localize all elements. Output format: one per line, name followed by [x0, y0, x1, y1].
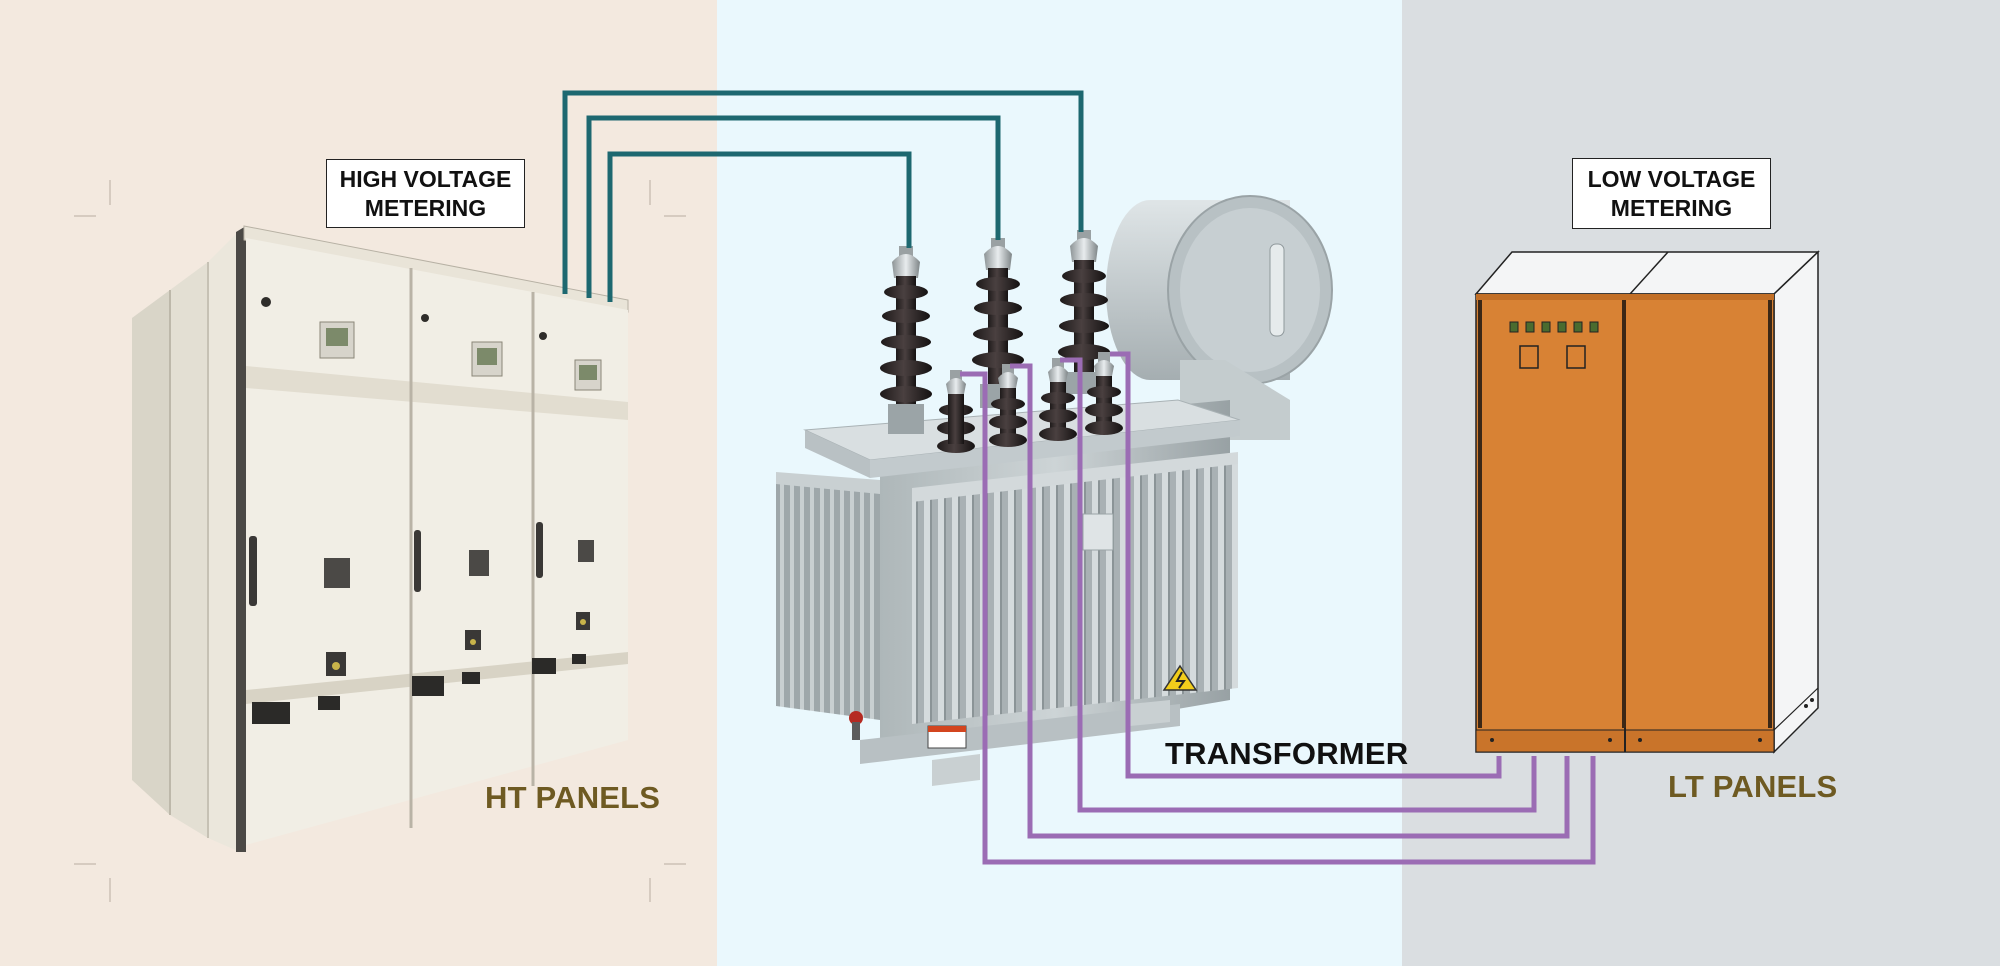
- lv-cable-3: [1010, 363, 1570, 839]
- hv-metering-line2: METERING: [364, 194, 487, 221]
- transformer-label: TRANSFORMER: [1165, 736, 1409, 771]
- lt-meter-window: [1519, 345, 1539, 369]
- hv-cable-phase-1: [562, 90, 1084, 294]
- lv-bushings: [937, 352, 1123, 453]
- hv-cable-phase-2: [586, 115, 1001, 298]
- ht-panels: [132, 225, 629, 852]
- hv-cables: [562, 90, 1084, 302]
- lv-metering-line1: LOW VOLTAGE: [1587, 165, 1756, 192]
- hv-bushing: [880, 246, 932, 434]
- ht-panels-label: HT PANELS: [485, 780, 661, 815]
- ht-meter-display: [319, 321, 602, 391]
- hv-metering-line1: HIGH VOLTAGE: [339, 165, 512, 192]
- lv-cable-1: [1110, 351, 1502, 779]
- lt-indicator-lamps: [1509, 321, 1599, 333]
- lt-meter-window: [1566, 345, 1586, 369]
- hv-cable-phase-3: [607, 151, 912, 302]
- crop-marks: [74, 180, 686, 902]
- lv-metering-line2: METERING: [1610, 194, 1733, 221]
- lv-metering-box: LOW VOLTAGE METERING: [1572, 158, 1771, 229]
- high-voltage-warning-icon: [1162, 664, 1198, 691]
- lv-cables: [960, 351, 1596, 865]
- drain-valve-icon: [849, 711, 863, 740]
- lv-cable-2: [1060, 357, 1537, 813]
- lv-cable-4: [960, 371, 1596, 865]
- lt-panels: [1474, 250, 1820, 754]
- hv-metering-box: HIGH VOLTAGE METERING: [326, 159, 525, 228]
- transformer-unit: [776, 195, 1333, 786]
- lt-panels-label: LT PANELS: [1668, 769, 1838, 804]
